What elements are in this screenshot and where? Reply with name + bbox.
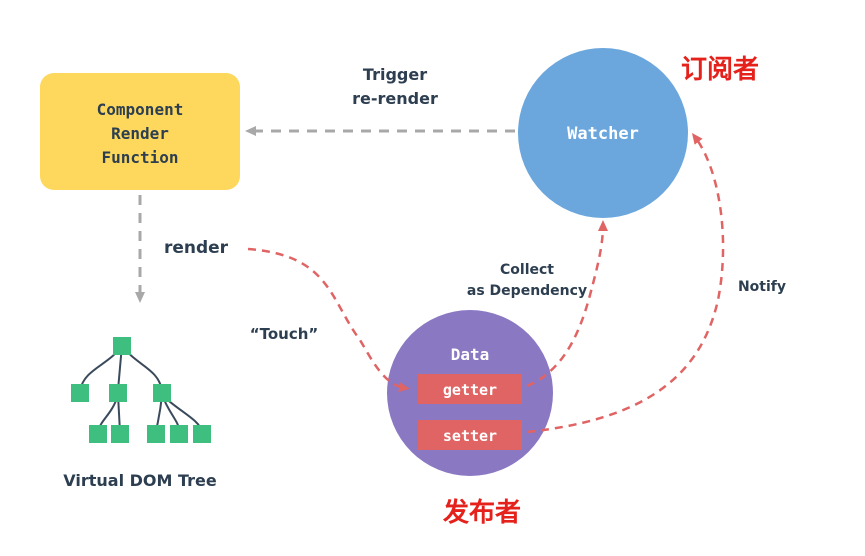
vdom-label: Virtual DOM Tree bbox=[63, 471, 217, 490]
component-box bbox=[40, 73, 240, 190]
setter-pill bbox=[418, 420, 522, 450]
watcher-node: Watcher bbox=[518, 48, 688, 218]
getter-pill bbox=[418, 374, 522, 404]
setter-label: setter bbox=[443, 427, 497, 445]
notify-label: Notify bbox=[738, 279, 786, 295]
collect-label-line-1: Collect bbox=[500, 262, 554, 278]
render-label: render bbox=[164, 238, 229, 258]
vdom-node bbox=[89, 425, 107, 443]
vdom-node bbox=[147, 425, 165, 443]
getter-label: getter bbox=[443, 381, 497, 399]
data-label: Data bbox=[451, 345, 490, 364]
touch-arrow bbox=[247, 247, 410, 393]
component-label-line-3: Function bbox=[101, 148, 178, 167]
component-render-function-node: Component Render Function bbox=[40, 73, 240, 190]
collect-dependency-arrow bbox=[526, 220, 608, 388]
trigger-label-line-2: re-render bbox=[352, 89, 438, 108]
vdom-node bbox=[109, 384, 127, 402]
trigger-label-line-1: Trigger bbox=[363, 65, 427, 84]
vdom-node bbox=[111, 425, 129, 443]
watcher-label: Watcher bbox=[567, 124, 639, 144]
touch-label: “Touch” bbox=[250, 325, 319, 343]
vdom-node bbox=[153, 384, 171, 402]
vdom-node bbox=[71, 384, 89, 402]
component-label-line-2: Render bbox=[111, 124, 169, 143]
publisher-label: 发布者 bbox=[442, 497, 521, 528]
data-node: Data getter setter bbox=[387, 310, 553, 476]
vdom-node bbox=[193, 425, 211, 443]
vdom-node bbox=[113, 337, 131, 355]
component-label-line-1: Component bbox=[97, 100, 184, 119]
collect-label-line-2: as Dependency bbox=[467, 283, 587, 299]
subscriber-label: 订阅者 bbox=[681, 55, 759, 85]
notify-arrow bbox=[526, 133, 725, 434]
virtual-dom-tree: Virtual DOM Tree bbox=[63, 337, 217, 490]
watcher-circle bbox=[518, 48, 688, 218]
vdom-node bbox=[170, 425, 188, 443]
